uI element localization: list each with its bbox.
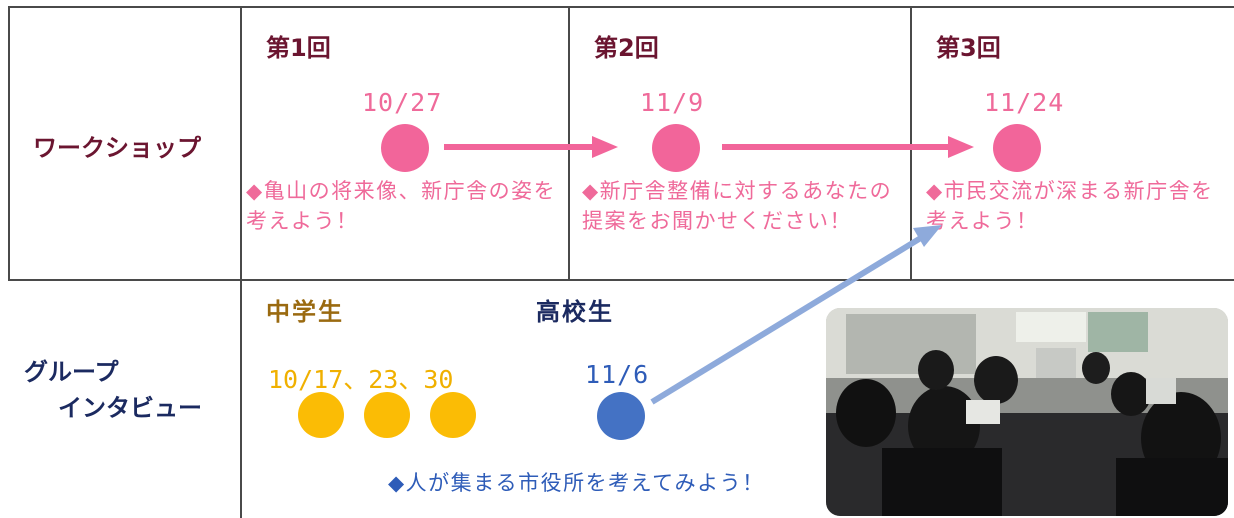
group-interview-description: ◆人が集まる市役所を考えてみよう！	[388, 471, 765, 495]
high-school-to-round-3-arrow	[650, 225, 942, 405]
grid-row-divider	[8, 279, 1234, 281]
round-2-description: ◆新庁舎整備に対するあなたの提案をお聞かせください！	[582, 179, 893, 233]
round-2-dot	[652, 124, 700, 172]
grid-label-column-divider	[240, 6, 242, 518]
junior-high-dot-3	[430, 392, 476, 438]
junior-high-dates: 10/17、23、30	[268, 365, 454, 394]
round-1-title: 第1回	[266, 34, 331, 62]
round-3-description: ◆市民交流が深まる新庁舎を考えよう！	[926, 179, 1214, 233]
workshop-row-label: ワークショップ	[33, 134, 201, 162]
grid-left-border	[8, 6, 10, 280]
high-school-date: 11/6	[585, 360, 650, 389]
junior-high-dot-1	[298, 392, 344, 438]
workshop-arrow-1	[444, 136, 618, 158]
round-1-dot	[381, 124, 429, 172]
junior-high-dot-2	[364, 392, 410, 438]
round-1-description: ◆亀山の将来像、新庁舎の姿を考えよう！	[246, 179, 557, 233]
round-3-dot	[993, 124, 1041, 172]
grid-round3-divider	[910, 6, 912, 280]
round-1-date: 10/27	[362, 88, 443, 117]
classroom-photo-illustration	[826, 308, 1228, 516]
round-2-date: 11/9	[640, 88, 705, 117]
grid-top-border	[8, 6, 1234, 8]
workshop-arrow-2	[722, 136, 974, 158]
high-school-dot	[597, 392, 645, 440]
group-interview-label-line1: グループ	[24, 358, 119, 386]
junior-high-title: 中学生	[266, 298, 344, 326]
high-school-title: 高校生	[536, 298, 614, 326]
group-interview-label-line2: インタビュー	[58, 394, 202, 422]
round-3-title: 第3回	[936, 34, 1001, 62]
round-3-date: 11/24	[984, 88, 1065, 117]
round-2-title: 第2回	[594, 34, 659, 62]
grid-round2-divider	[568, 6, 570, 280]
classroom-photo	[826, 308, 1228, 516]
